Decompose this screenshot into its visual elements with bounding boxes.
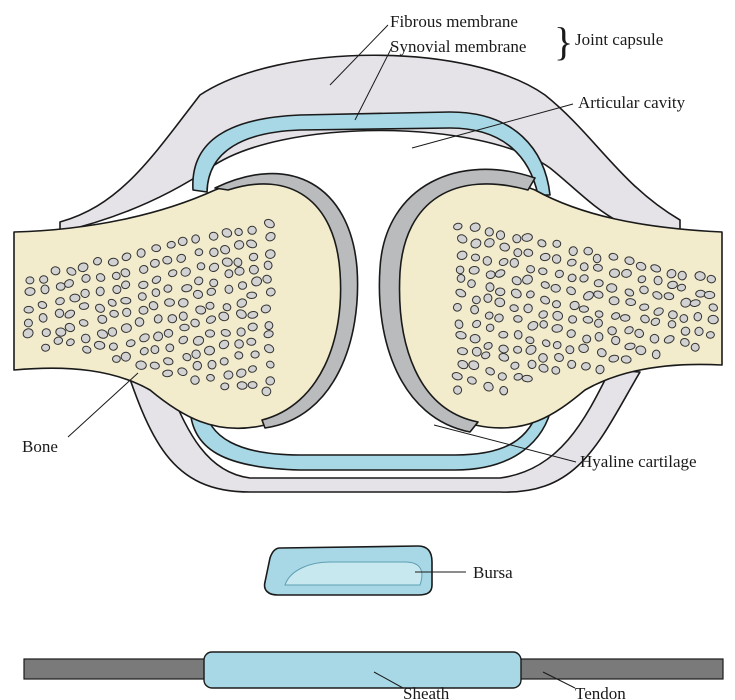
spongy-pore: [197, 263, 205, 271]
label-articular-cavity: Articular cavity: [578, 93, 686, 112]
spongy-pore: [235, 267, 245, 276]
sheath: [204, 652, 521, 688]
spongy-pore: [121, 297, 131, 304]
spongy-pore: [179, 312, 188, 321]
label-hyaline-cartilage: Hyaline cartilage: [580, 452, 697, 471]
spongy-pore: [708, 315, 719, 324]
spongy-pore: [25, 287, 36, 296]
spongy-pore: [112, 356, 120, 363]
label-bone: Bone: [22, 437, 58, 456]
spongy-pore: [553, 240, 561, 247]
spongy-pore: [178, 298, 188, 307]
spongy-pore: [209, 232, 218, 241]
spongy-pore: [108, 258, 118, 266]
spongy-pore: [24, 306, 33, 313]
spongy-pore: [639, 304, 649, 311]
spongy-pore: [41, 344, 49, 351]
spongy-pore: [579, 306, 588, 313]
spongy-pore: [180, 324, 190, 331]
spongy-pore: [220, 383, 229, 391]
spongy-pore: [552, 254, 561, 263]
spongy-pore: [24, 319, 32, 327]
spongy-pore: [39, 276, 48, 284]
spongy-pore: [209, 279, 218, 287]
spongy-pore: [108, 327, 117, 336]
spongy-pore: [56, 282, 65, 290]
spongy-pore: [691, 343, 700, 352]
spongy-pore: [238, 281, 247, 289]
spongy-pore: [578, 344, 588, 353]
spongy-pore: [513, 346, 522, 354]
spongy-pore: [205, 330, 214, 337]
spongy-pore: [706, 331, 714, 338]
spongy-pore: [42, 328, 51, 337]
spongy-pore: [163, 256, 172, 264]
label-synovial-membrane: Synovial membrane: [390, 37, 526, 56]
spongy-pore: [220, 358, 228, 366]
spongy-pore: [123, 308, 131, 316]
spongy-pore: [109, 343, 118, 351]
spongy-pore: [26, 277, 34, 284]
spongy-pore: [606, 284, 617, 293]
spongy-pore: [168, 314, 177, 322]
spongy-pore: [204, 346, 215, 356]
spongy-pore: [206, 302, 214, 309]
spongy-pore: [262, 387, 272, 396]
spongy-pore: [569, 316, 577, 324]
spongy-pore: [495, 288, 505, 296]
spongy-pore: [471, 254, 480, 261]
spongy-pore: [248, 226, 257, 234]
spongy-pore: [237, 381, 247, 389]
spongy-pore: [248, 382, 257, 389]
spongy-pore: [164, 329, 173, 337]
label-joint-capsule: Joint capsule: [575, 30, 663, 49]
spongy-pore: [609, 269, 620, 278]
spongy-pore: [247, 292, 257, 299]
label-sheath: Sheath: [403, 684, 450, 700]
spongy-pore: [595, 332, 603, 341]
spongy-pore: [522, 375, 533, 382]
label-fibrous-membrane: Fibrous membrane: [390, 12, 518, 31]
spongy-pore: [584, 247, 593, 255]
spongy-pore: [70, 294, 80, 302]
spongy-pore: [483, 294, 492, 303]
label-tendon: Tendon: [575, 684, 626, 700]
spongy-pore: [704, 291, 715, 298]
spongy-pore: [247, 338, 256, 345]
spongy-pore: [609, 297, 619, 305]
spongy-pore: [266, 377, 275, 385]
spongy-pore: [621, 315, 630, 322]
leader-bone: [68, 373, 138, 437]
spongy-pore: [152, 245, 161, 252]
spongy-pore: [137, 248, 146, 258]
spongy-pore: [696, 290, 706, 297]
spongy-pore: [470, 334, 480, 343]
spongy-pore: [150, 345, 159, 354]
spongy-pore: [235, 339, 244, 348]
spongy-pore: [594, 279, 603, 287]
spongy-pore: [166, 344, 174, 352]
spongy-pore: [496, 231, 505, 240]
spongy-pore: [552, 300, 560, 308]
spongy-pore: [41, 285, 49, 294]
bursa: [265, 546, 432, 595]
spongy-pore: [79, 302, 89, 310]
spongy-pore: [499, 331, 508, 338]
spongy-pore: [513, 315, 522, 323]
spongy-pore: [593, 254, 601, 263]
spongy-pore: [112, 272, 120, 279]
spongy-pore: [208, 360, 216, 369]
spongy-pore: [695, 271, 706, 281]
spongy-pore: [165, 299, 175, 307]
brace: }: [554, 19, 573, 64]
label-bursa: Bursa: [473, 563, 513, 582]
spongy-pore: [668, 310, 678, 319]
